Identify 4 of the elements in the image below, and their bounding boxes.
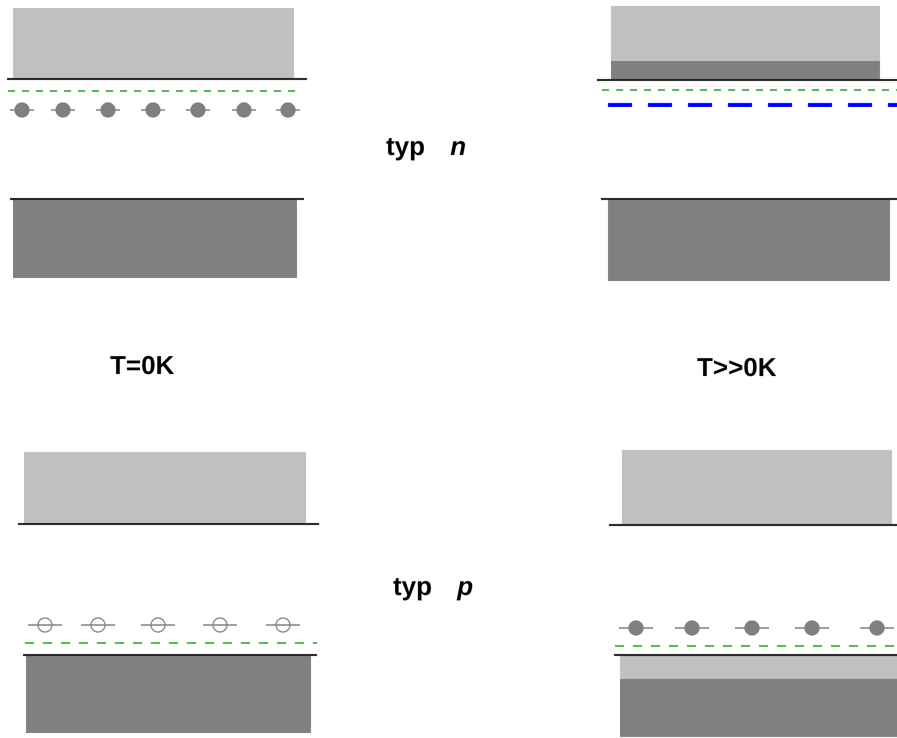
temperature-label: T=0K [110,350,174,380]
temperature-label: T>>0K [697,352,776,382]
doping-type-label: typ n [386,131,466,161]
doping-type-label: typ p [393,571,474,601]
